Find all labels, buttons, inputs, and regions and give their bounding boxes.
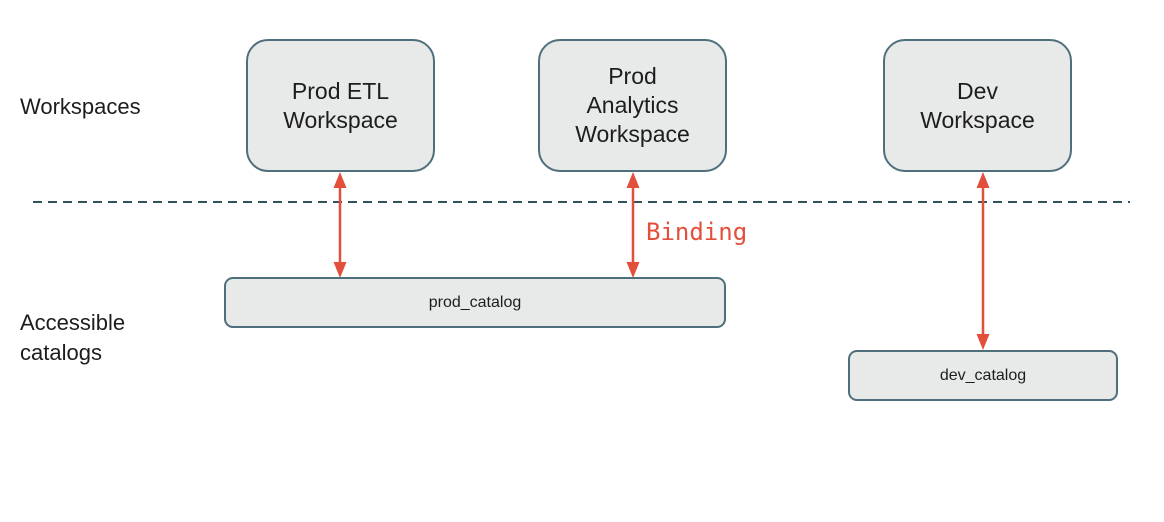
catalog-box-dev: dev_catalog <box>848 350 1118 401</box>
accessible-catalogs-row-label: Accessible catalogs <box>20 310 126 365</box>
catalog-box-prod: prod_catalog <box>224 277 726 328</box>
catalog-box-label: dev_catalog <box>939 366 1027 384</box>
catalog-box-label: prod_catalog <box>428 293 522 311</box>
binding-arrow-prod-etl <box>333 172 347 278</box>
workspace-box-label: Prod ETL Workspace <box>283 77 398 133</box>
binding-annotation: Binding <box>646 218 748 246</box>
workspace-box-prod-analytics: Prod Analytics Workspace <box>538 39 727 172</box>
binding-arrow-dev <box>976 172 990 350</box>
binding-arrow-prod-analytics <box>626 172 640 278</box>
workspace-box-prod-etl: Prod ETL Workspace <box>246 39 435 172</box>
workspaces-row-label: Workspaces <box>20 94 141 119</box>
workspace-box-dev: Dev Workspace <box>883 39 1072 172</box>
workspace-box-label: Dev Workspace <box>920 77 1035 133</box>
workspace-box-label: Prod Analytics Workspace <box>575 63 690 147</box>
